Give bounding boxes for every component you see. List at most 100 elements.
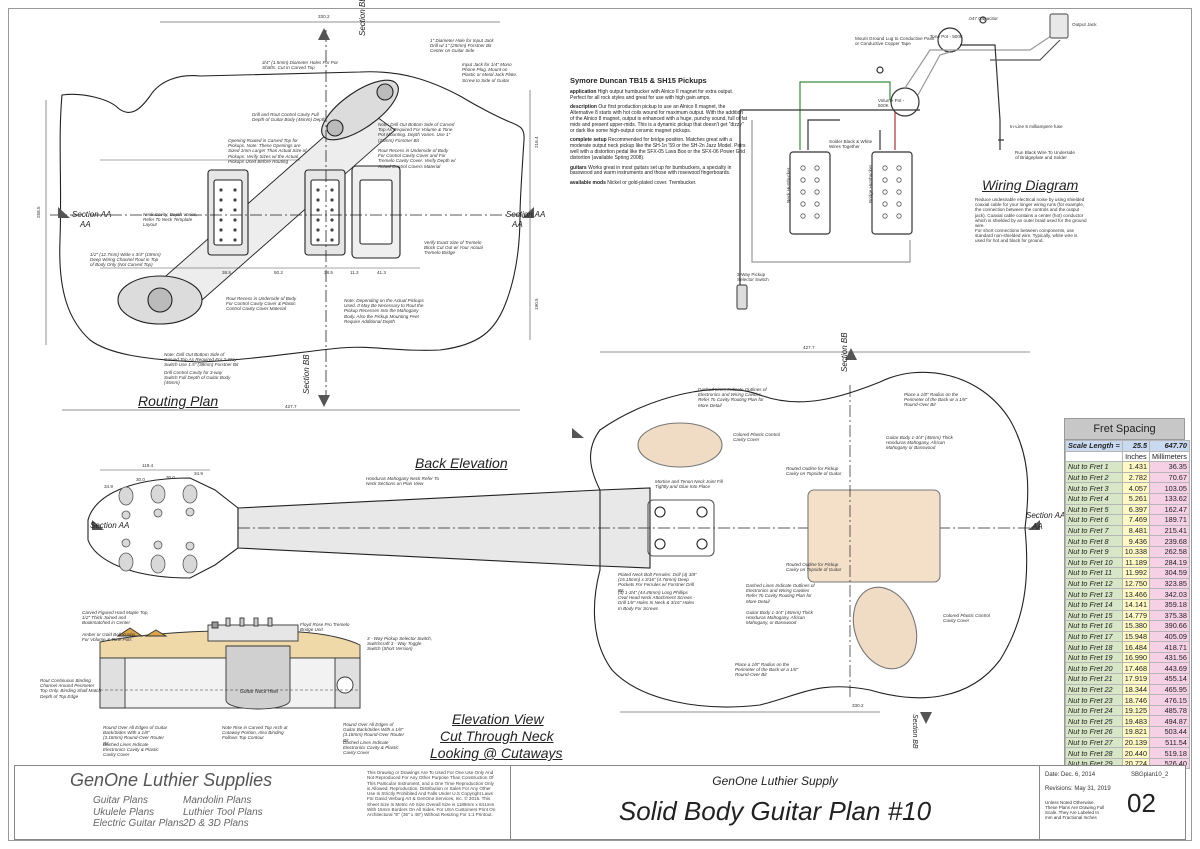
back-elevation-title: Back Elevation [415, 455, 508, 471]
fret-mm: 239.68 [1149, 535, 1190, 547]
routing-note-4: Note: Drill Out Bottom Side of Carved To… [378, 122, 455, 143]
fret-label: Nut to Fret 27 [1065, 736, 1123, 749]
output-jack-side [336, 676, 354, 694]
fret-mm: 103.05 [1149, 482, 1190, 494]
dim-routing-left: 258.5 [36, 206, 41, 219]
wiring-bridge-humbucker: Bridge Humbucker [868, 164, 873, 203]
elevation-view-title-2: Cut Through Neck [440, 728, 554, 744]
fret-label: Nut to Fret 24 [1065, 704, 1123, 717]
plan-link: Luthier Tool Plans [183, 806, 263, 818]
fret-inches: 16.484 [1121, 641, 1151, 653]
specs-heading: Symore Duncan TB15 & SH15 Pickups [570, 76, 707, 85]
specs-guitars: Works great in most guitars set up for b… [570, 164, 732, 177]
company-name: GenOne Luthier Supply [712, 774, 838, 788]
neck-plate [647, 499, 715, 557]
back-note-6: Place a 1/8" Radius on the Perimeter of … [904, 392, 968, 408]
fret-mm: 503.44 [1149, 726, 1190, 738]
back-note-9: Routed Outline for Pickup Cavity on Tops… [786, 562, 842, 573]
title-center: GenOne Luthier Supply Solid Body Guitar … [510, 766, 1040, 839]
elevation-view-title-3: Looking @ Cutaways [430, 745, 563, 761]
elev-note-8: Dashed Lines Indicate Electronics Cavity… [103, 742, 159, 758]
fret-inches: 18.344 [1121, 683, 1151, 696]
fret-label: Nut to Fret 18 [1065, 641, 1123, 653]
fret-mm: 133.62 [1149, 492, 1190, 505]
elev-note-11: Dashed Lines Indicate Electronics Cavity… [343, 740, 399, 756]
plan-revision: Revisions: May 31, 2019 [1045, 786, 1111, 792]
tuner-4 [118, 552, 134, 572]
section-aa-back-right: Section AA [1026, 511, 1066, 520]
routing-note-12: Drill Control Cavity for 3-way Switch Fu… [164, 370, 231, 386]
elev-note-4: 3 - Way Pickup Selector Switch, Switchcr… [367, 636, 433, 652]
dim-tuner-1: 34.9 [104, 484, 113, 489]
fret-mm: 431.56 [1149, 651, 1190, 664]
section-aa-short-left: AA [80, 220, 91, 229]
fret-inches: 17.919 [1121, 673, 1151, 685]
dim-tuner-2: 30.0 [136, 477, 145, 482]
fret-label: Nut to Fret 3 [1065, 482, 1123, 494]
fret-inches: 2.782 [1121, 471, 1151, 484]
dim-pickup-5: 41.3 [377, 270, 386, 275]
fret-label: Nut to Fret 16 [1065, 620, 1123, 632]
fret-mm: 418.71 [1149, 641, 1190, 653]
control-cover-top [637, 422, 723, 468]
fret-label: Nut to Fret 19 [1065, 651, 1123, 664]
section-bb-label-top: Section BB [358, 0, 367, 36]
back-note-2: Colored Plastic Control Cavity Cover [733, 432, 780, 443]
routing-note-7: 1/2" (12.7mm) Wide x 3/4" (19mm) Deep Wi… [90, 252, 161, 268]
plan-title: Solid Body Guitar Plan #10 [618, 796, 932, 826]
dim-pickup-3: 38.5 [324, 270, 333, 275]
fret-scale-mm: 647.70 [1149, 440, 1190, 452]
routing-note-10: Verify Exact Size of Tremelo Block Cut O… [424, 240, 483, 256]
units-note: Unless Noted Otherwise, These Plans Are … [1045, 800, 1105, 820]
elev-note-6: Guitar Neck Heel [240, 689, 279, 695]
back-note-11: Colored Plastic Control Cavity Cover [943, 613, 990, 624]
fret-inches: 20.440 [1121, 747, 1151, 759]
fret-label: Nut to Fret 15 [1065, 609, 1123, 622]
fret-label: Nut to Fret 4 [1065, 492, 1123, 505]
section-bb-label-bottom: Section BB [302, 354, 311, 394]
plan-link: Mandolin Plans [183, 795, 252, 806]
tuner-5 [150, 554, 166, 574]
fret-label: Nut to Fret 5 [1065, 503, 1123, 516]
routing-note-9: Note: Depending on the Actual Pickups Us… [344, 298, 424, 324]
selector-switch [736, 284, 748, 310]
back-note-14: Honduras Mahogany Neck Refer To Neck Sec… [366, 476, 440, 487]
routing-body-outline [59, 71, 525, 363]
section-aa-short-right: AA [512, 220, 523, 229]
fret-inches: 20.139 [1121, 736, 1151, 749]
dim-pickup-4: 11.3 [350, 270, 359, 275]
fret-mm: 390.66 [1149, 620, 1190, 632]
tone-pot [937, 27, 963, 53]
plan-link: Ukulele Plans [93, 806, 155, 818]
wiring-ground-lug: Mount Ground Lug to Conductive Paint or … [855, 36, 935, 47]
specs-description: Our first production pickup to use an Al… [570, 104, 748, 134]
fret-mm: 443.69 [1149, 662, 1190, 675]
fret-inches: 10.338 [1121, 545, 1151, 558]
plan-link: Electric Guitar Plans [93, 818, 184, 829]
dim-body-bottom: 330.2 [852, 703, 864, 708]
routing-note-6: Neck Cavity, Depth Varies, Refer To Neck… [143, 212, 198, 228]
dim-body-top: 427.7 [803, 345, 815, 350]
fret-inches: 7.469 [1121, 514, 1151, 526]
dim-routing-right-b: 190.5 [534, 298, 539, 311]
fret-scale-label: Scale Length = [1065, 440, 1123, 452]
section-aa-back-left: Section AA [90, 521, 130, 530]
back-note-13: Place a 1/8" Radius on the Perimeter of … [735, 662, 799, 678]
routing-note-3: Opening Routed in Carved Top for Pickups… [228, 138, 307, 164]
fret-inches: 11.189 [1121, 556, 1151, 569]
back-note-10: Dashed Lines Indicate Outlines of Electr… [746, 583, 815, 604]
fret-inches: 15.380 [1121, 620, 1151, 632]
fret-inches: 17.468 [1121, 662, 1151, 675]
fret-mm: 189.71 [1149, 514, 1190, 526]
fret-blank-header [1065, 450, 1123, 463]
